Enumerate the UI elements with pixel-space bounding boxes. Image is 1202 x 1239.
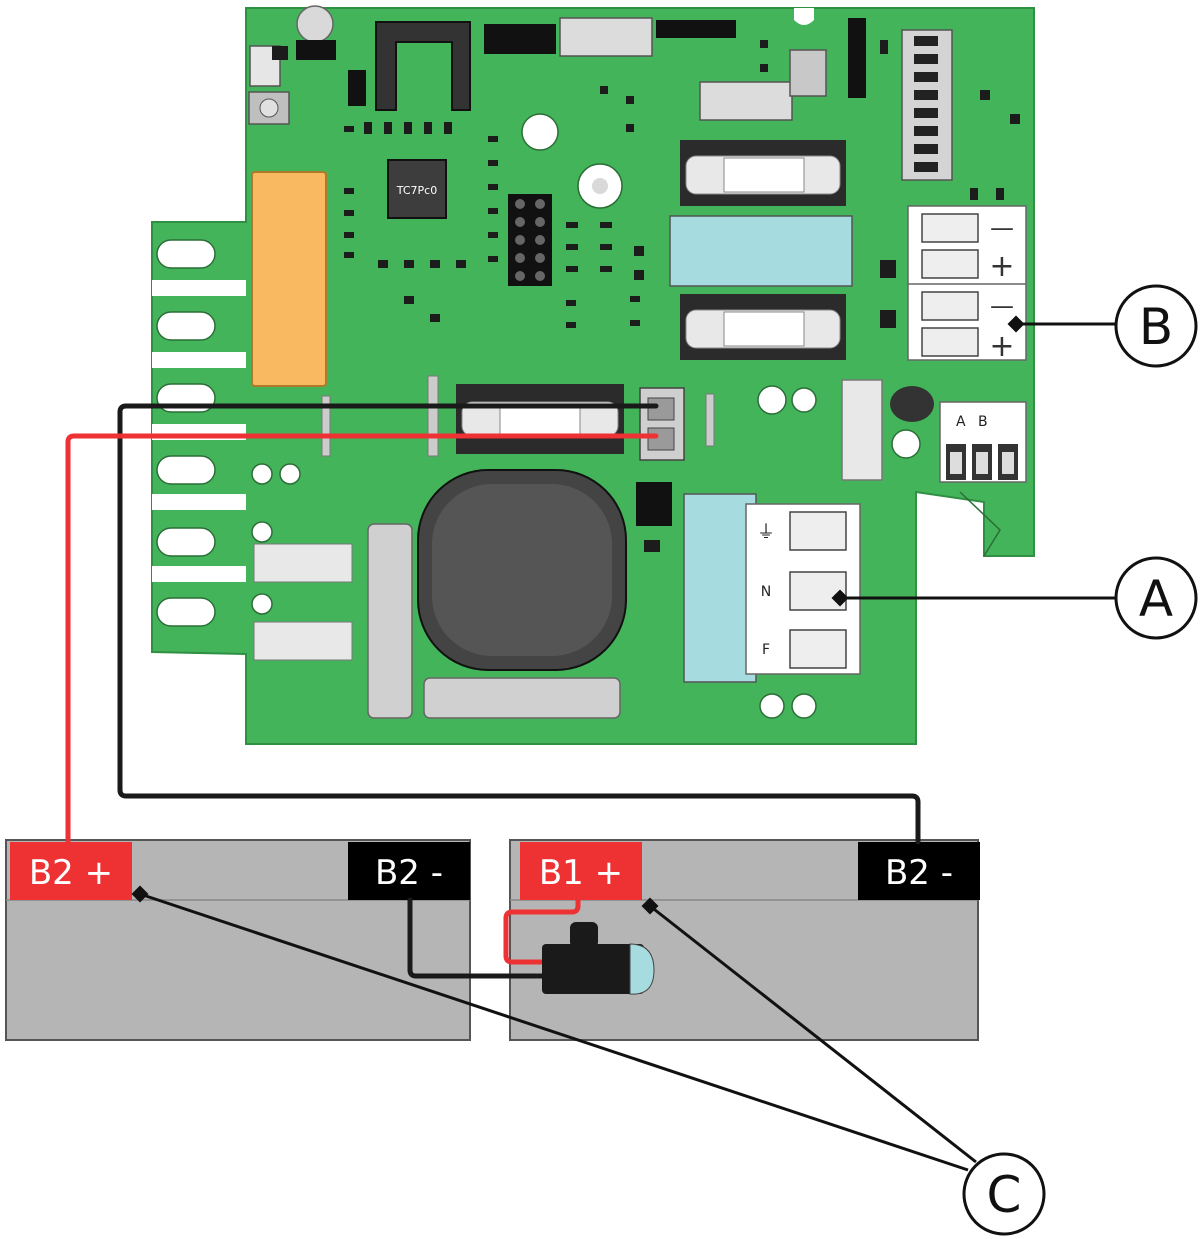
terminal-b2-neg-right-label: B2 - xyxy=(885,853,953,893)
wire-black-link xyxy=(407,897,551,979)
rs485-b-label: B xyxy=(978,414,988,430)
ic-marking: TC7Pc0 xyxy=(396,184,437,197)
wire-black-main xyxy=(117,403,921,845)
dip-switch xyxy=(901,29,953,181)
fuse-holder-battery xyxy=(456,384,624,454)
board-silkscreen: PRO3 xyxy=(204,721,237,735)
terminal-b2-pos-left xyxy=(10,842,132,900)
callout-a: A xyxy=(831,556,1198,640)
connector-block-top xyxy=(669,215,853,287)
terminal-b2-pos-left-label: B2 + xyxy=(29,853,113,893)
terminal-b2-neg-left xyxy=(348,842,470,900)
dc-terminal-block: — + — + xyxy=(907,205,1027,364)
power-terminal: ⏚ N F xyxy=(745,503,861,675)
callout-c: C xyxy=(131,885,1046,1236)
power-pin-f: F xyxy=(762,642,770,658)
callout-c-label: C xyxy=(987,1166,1022,1224)
dc-sign-3: — xyxy=(990,292,1014,320)
relay xyxy=(251,171,327,387)
power-pin-n: N xyxy=(761,584,771,600)
callout-b-label: B xyxy=(1139,298,1173,356)
ic-chip xyxy=(387,159,447,219)
inline-fuse xyxy=(542,922,655,995)
dc-sign-1: — xyxy=(990,214,1014,242)
fuse-holder-mid xyxy=(680,294,846,360)
battery-left: B2 + B2 - xyxy=(5,839,471,1041)
pcb-board: TC7Pc0 xyxy=(151,5,1035,745)
power-pin-earth: ⏚ xyxy=(757,522,775,543)
dc-sign-4: + xyxy=(989,329,1014,364)
wire-red-link xyxy=(503,897,581,965)
terminal-b1-pos-right xyxy=(520,842,642,900)
terminal-b1-pos-right-label: B1 + xyxy=(539,853,623,893)
connector-block-power xyxy=(683,493,757,683)
dc-sign-2: + xyxy=(989,249,1014,284)
callout-a-label: A xyxy=(1139,570,1173,628)
fuse-holder-top xyxy=(680,140,846,206)
wiring xyxy=(65,403,921,979)
rs485-terminal: A B xyxy=(939,401,1027,483)
terminal-b2-neg-left-label: B2 - xyxy=(375,853,443,893)
terminal-b2-neg-right xyxy=(858,842,980,900)
rs485-a-label: A xyxy=(956,414,966,430)
callout-b: B xyxy=(1007,284,1198,368)
wire-red-main xyxy=(65,433,659,845)
